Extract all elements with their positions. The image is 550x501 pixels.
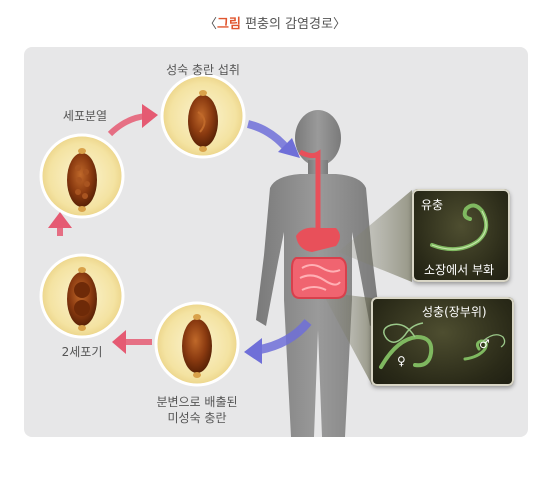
adult-box: 성충(장부위) ♀ ♂	[371, 297, 514, 386]
egg-two-cell	[39, 253, 125, 339]
figure-title: 〈그림 편충의 감염경로〉	[0, 13, 550, 32]
cycle-arrowhead-2	[48, 212, 72, 228]
larva-worm-icon	[430, 203, 489, 252]
egg-cell-division	[39, 133, 125, 219]
egg-icon	[182, 319, 212, 373]
egg-icon	[67, 272, 97, 326]
egg-icon	[188, 95, 218, 147]
label-excreted: 분변으로 배출된 미성숙 충란	[137, 394, 257, 426]
title-open-bracket: 〈	[204, 17, 218, 32]
label-excreted-line1: 분변으로 배출된	[156, 395, 238, 409]
label-two-cell: 2세포기	[61, 345, 103, 359]
intestine-icon	[291, 149, 347, 299]
excretion-arrowhead	[244, 338, 262, 364]
egg-ingestion	[160, 73, 246, 159]
adult-label-top: 성충(장부위)	[422, 305, 487, 319]
ingestion-arrowhead	[278, 138, 300, 158]
label-ingestion: 성숙 충란 섭취	[166, 63, 240, 77]
male-symbol: ♂	[479, 337, 490, 351]
cycle-arrowhead-1	[142, 104, 158, 128]
larva-box: 유충 소장에서 부화	[412, 189, 510, 282]
adult-worm-icon	[379, 322, 506, 369]
adult-beam	[322, 292, 372, 385]
egg-excreted	[154, 301, 240, 387]
label-excreted-line2: 미성숙 충란	[167, 411, 227, 425]
female-symbol: ♀	[397, 354, 406, 368]
larva-beam	[338, 190, 412, 282]
human-silhouette-icon	[256, 110, 380, 437]
excretion-arrow-icon	[257, 319, 312, 355]
title-highlight: 그림	[217, 17, 241, 32]
title-text: 편충의 감염경로	[240, 17, 333, 32]
title-close-bracket: 〉	[332, 17, 346, 32]
ingestion-arrow-icon	[246, 120, 292, 153]
label-cell-division: 세포분열	[62, 109, 108, 123]
larva-label-bottom: 소장에서 부화	[424, 263, 495, 277]
cycle-arrowhead-3	[112, 330, 126, 354]
larva-label-top: 유충	[421, 198, 444, 212]
